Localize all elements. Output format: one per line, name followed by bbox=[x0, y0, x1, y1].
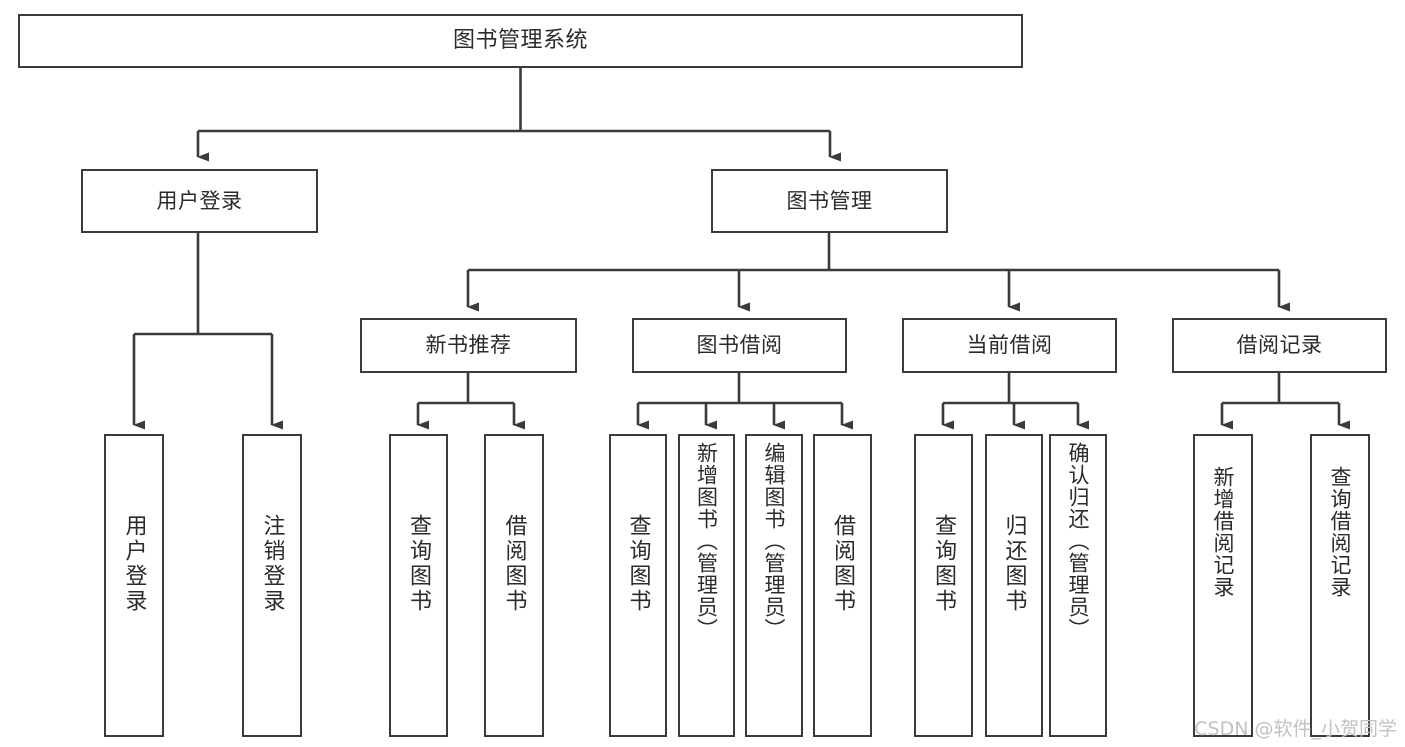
node-borrowing-records[interactable]: 借阅记录 bbox=[1172, 318, 1387, 373]
node-label: 确认归还（管理员） bbox=[1066, 442, 1091, 640]
node-new-book-recommendation[interactable]: 新书推荐 bbox=[360, 318, 577, 373]
node-label: 新增借阅记录 bbox=[1211, 466, 1236, 598]
node-label: 当前借阅 bbox=[966, 333, 1053, 358]
node-label: 新增图书（管理员） bbox=[694, 442, 719, 640]
node-label: 借阅图书 bbox=[501, 514, 527, 614]
csdn-watermark: CSDN @软件_小贺同学 bbox=[1194, 718, 1397, 740]
leaf-query-book-recommend[interactable]: 查询图书 bbox=[389, 434, 448, 737]
node-label: 归还图书 bbox=[1001, 514, 1027, 614]
leaf-borrow-book-recommend[interactable]: 借阅图书 bbox=[484, 434, 544, 737]
node-book-management[interactable]: 图书管理 bbox=[711, 169, 948, 233]
node-label: 新书推荐 bbox=[425, 333, 512, 358]
leaf-confirm-return-admin[interactable]: 确认归还（管理员） bbox=[1049, 434, 1107, 737]
leaf-edit-book-admin[interactable]: 编辑图书（管理员） bbox=[745, 434, 803, 737]
node-current-borrowing[interactable]: 当前借阅 bbox=[902, 318, 1117, 373]
node-label: 查询图书 bbox=[625, 514, 651, 614]
node-label: 借阅记录 bbox=[1236, 333, 1323, 358]
node-label: 用户登录 bbox=[121, 514, 147, 614]
node-label: 图书借阅 bbox=[696, 333, 783, 358]
leaf-query-book-current[interactable]: 查询图书 bbox=[914, 434, 973, 737]
node-label: 查询借阅记录 bbox=[1328, 466, 1353, 598]
node-label: 借阅图书 bbox=[830, 514, 856, 614]
node-label: 图书管理 bbox=[786, 188, 873, 213]
node-label: 用户登录 bbox=[156, 188, 243, 213]
node-user-login[interactable]: 用户登录 bbox=[81, 169, 318, 233]
leaf-user-login[interactable]: 用户登录 bbox=[104, 434, 164, 737]
leaf-add-borrow-record[interactable]: 新增借阅记录 bbox=[1193, 434, 1253, 737]
node-book-borrowing[interactable]: 图书借阅 bbox=[632, 318, 847, 373]
leaf-add-book-admin[interactable]: 新增图书（管理员） bbox=[678, 434, 735, 737]
node-label: 注销登录 bbox=[259, 514, 285, 614]
leaf-return-book[interactable]: 归还图书 bbox=[985, 434, 1043, 737]
node-label: 编辑图书（管理员） bbox=[762, 442, 787, 640]
node-label: 查询图书 bbox=[406, 514, 432, 614]
leaf-query-borrow-record[interactable]: 查询借阅记录 bbox=[1310, 434, 1370, 737]
node-label: 查询图书 bbox=[931, 514, 957, 614]
leaf-logout[interactable]: 注销登录 bbox=[242, 434, 302, 737]
node-label: 图书管理系统 bbox=[452, 28, 588, 54]
leaf-query-book-borrowing[interactable]: 查询图书 bbox=[609, 434, 667, 737]
leaf-borrow-book-borrowing[interactable]: 借阅图书 bbox=[813, 434, 872, 737]
node-root-library-system[interactable]: 图书管理系统 bbox=[18, 14, 1023, 68]
